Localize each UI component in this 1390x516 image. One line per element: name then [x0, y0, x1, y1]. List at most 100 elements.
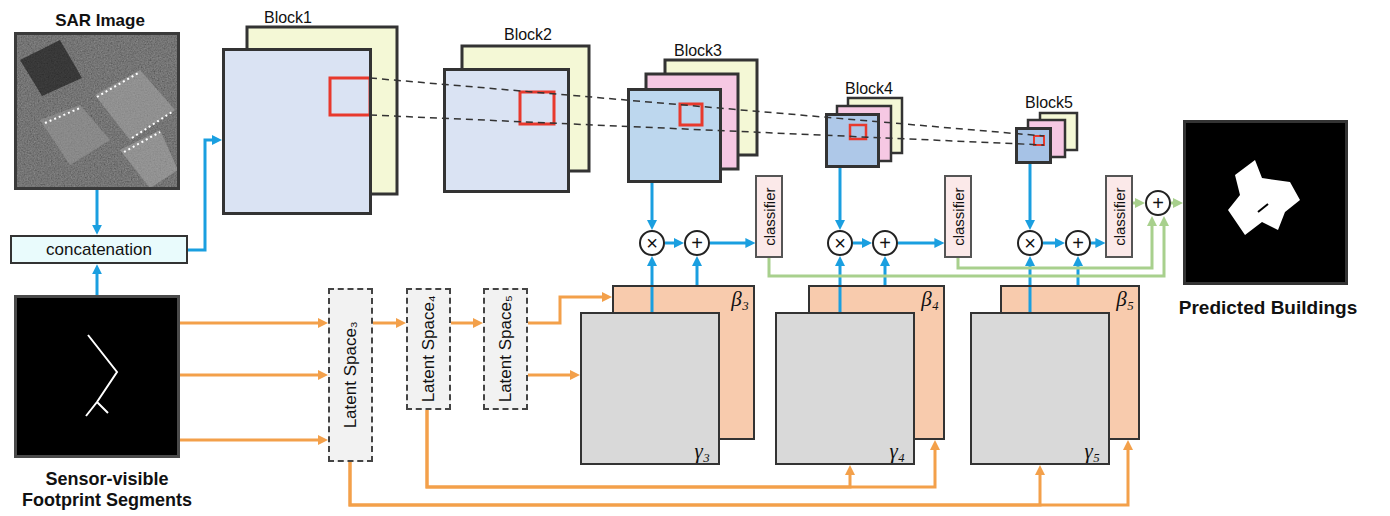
connector — [1171, 202, 1176, 205]
sar-shadow — [20, 40, 82, 96]
parameter-symbol: β₃ — [731, 287, 749, 311]
connector — [839, 168, 842, 223]
node-heading: Block1 — [264, 9, 312, 27]
connector — [710, 242, 748, 245]
connector — [451, 322, 476, 325]
operator-circle: × — [1017, 230, 1043, 256]
node-label: Latent Space₄ — [419, 295, 439, 402]
operator-circle: × — [639, 230, 665, 256]
footprint-panel: Sensor-visible Footprint Segments — [14, 295, 180, 458]
connector — [180, 374, 321, 377]
connector — [651, 183, 654, 223]
connector — [884, 263, 887, 285]
parameter-symbol: γ₅ — [1084, 439, 1100, 463]
connector — [528, 374, 573, 377]
feature-map-front — [443, 68, 570, 193]
footprint-segments — [86, 335, 117, 416]
connector — [188, 140, 215, 250]
latent-space-box: Latent Space₄ — [406, 288, 451, 410]
gamma-map: γ₃ — [580, 312, 720, 465]
footprint-background — [14, 295, 180, 458]
operator-symbol: × — [646, 233, 658, 253]
operator-symbol: × — [1024, 233, 1036, 253]
network-block: Block5 — [1015, 127, 1052, 164]
prediction-gap — [1258, 204, 1268, 212]
receptive-field — [1034, 136, 1044, 145]
operator-symbol: + — [1152, 193, 1164, 213]
node-heading: Block2 — [504, 26, 552, 44]
node-label: concatenation — [46, 240, 152, 260]
connector — [1091, 242, 1098, 245]
label-holder: γ₃ — [694, 439, 710, 463]
label-holder: β₃ — [731, 287, 749, 311]
connector — [1133, 202, 1138, 205]
connector — [696, 263, 699, 285]
sar-bright-edges — [45, 72, 172, 152]
operator-circle: + — [684, 230, 710, 256]
label-holder: Sensor-visible Footprint Segments — [12, 469, 202, 511]
label-holder: Predicted Buildings — [1179, 297, 1357, 319]
node-label: classifier — [760, 187, 777, 245]
connector — [180, 322, 321, 325]
label-holder: Block4 — [845, 80, 893, 98]
sar-building — [120, 130, 178, 188]
node-heading: SAR Image — [55, 11, 145, 31]
predicted-building — [1228, 160, 1300, 235]
gamma-map: γ₅ — [970, 312, 1110, 465]
connector — [350, 462, 1040, 505]
network-block: Block1 — [222, 48, 372, 215]
operator-symbol: + — [691, 233, 703, 253]
operator-circle: + — [1065, 230, 1091, 256]
gamma-map: γ₄ — [775, 312, 915, 465]
sar-image-panel: SAR Image — [14, 32, 180, 190]
connector — [898, 242, 937, 245]
parameter-symbol: γ₄ — [889, 439, 905, 463]
connector — [651, 263, 654, 312]
label-holder: β₄ — [921, 287, 939, 311]
receptive-field — [330, 78, 370, 115]
node-heading: Block4 — [845, 80, 893, 98]
latent-space-box: Latent Space₃ — [328, 288, 373, 462]
label-holder: Block3 — [674, 42, 722, 60]
node-heading: Sensor-visible Footprint Segments — [12, 469, 202, 511]
node-label: classifier — [1110, 187, 1127, 245]
operator-symbol: × — [834, 233, 846, 253]
feature-map-front — [627, 88, 722, 183]
sum-circle: + — [1145, 190, 1171, 216]
node-label: Latent Space₅ — [496, 295, 516, 402]
node-heading: Block5 — [1025, 94, 1073, 112]
operator-circle: × — [827, 230, 853, 256]
network-block: Block3 — [627, 88, 722, 183]
label-holder: SAR Image — [55, 11, 145, 31]
sar-building — [40, 105, 110, 165]
prediction-background — [1183, 120, 1348, 285]
node-label: classifier — [949, 187, 966, 245]
operator-symbol: + — [1072, 233, 1084, 253]
connector — [839, 263, 842, 312]
parameter-symbol: γ₃ — [694, 439, 710, 463]
receptive-field — [520, 92, 554, 124]
connector — [96, 271, 99, 295]
node-heading: Block3 — [674, 42, 722, 60]
operator-circle: + — [872, 230, 898, 256]
concatenation-box: concatenation — [10, 235, 188, 265]
classifier-box: classifier — [1105, 175, 1132, 258]
connector — [665, 242, 677, 245]
sar-speckle — [14, 32, 180, 190]
connector — [1043, 242, 1058, 245]
receptive-field — [680, 104, 702, 125]
parameter-symbol: β₄ — [921, 287, 939, 311]
connector — [853, 242, 865, 245]
parameter-symbol: β₅ — [1116, 287, 1134, 311]
sar-building — [95, 70, 175, 140]
network-block: Block2 — [443, 68, 570, 193]
latent-space-box: Latent Space₅ — [483, 288, 528, 410]
label-holder: Block2 — [504, 26, 552, 44]
connector — [373, 322, 399, 325]
node-heading: Predicted Buildings — [1179, 297, 1357, 319]
prediction-panel: Predicted Buildings — [1183, 120, 1348, 285]
node-label: Latent Space₃ — [341, 321, 361, 428]
label-holder: γ₅ — [1084, 439, 1100, 463]
